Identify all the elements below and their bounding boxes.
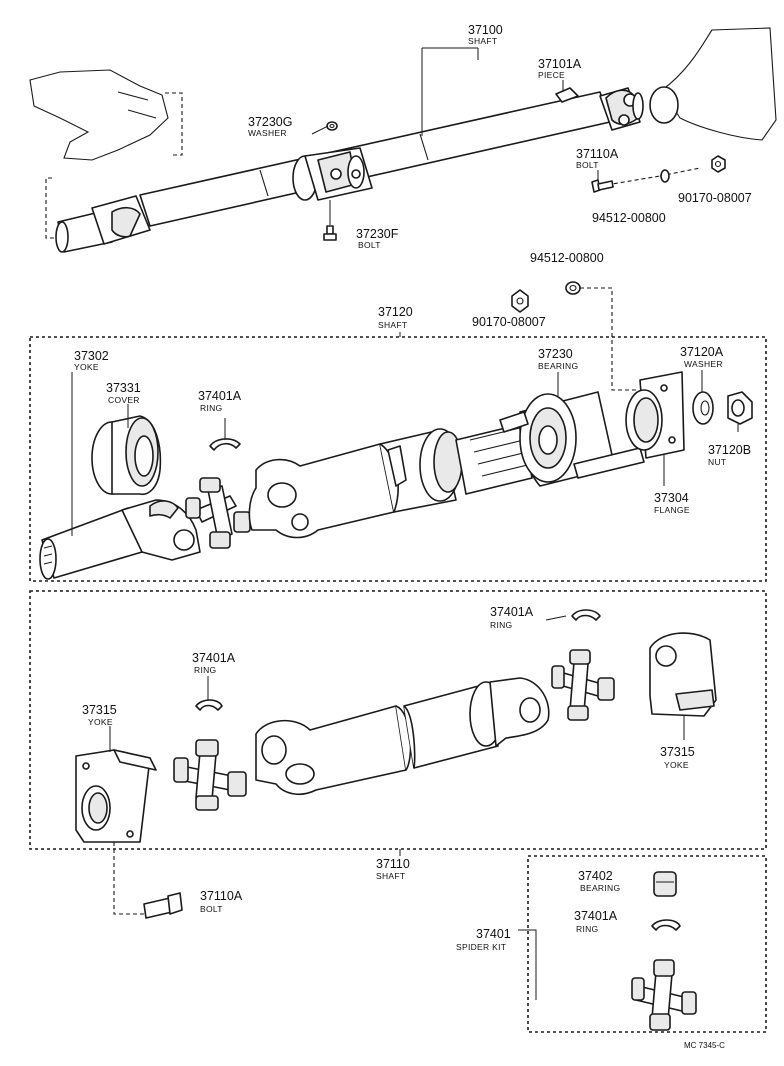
spider-kit-drawing <box>631 959 697 1031</box>
label-94512-top-number: 94512-00800 <box>592 211 666 225</box>
bolt-37110a-bottom-drawing <box>113 842 183 919</box>
yoke-37315-right-drawing <box>649 632 717 717</box>
yoke-37302-drawing <box>39 499 201 580</box>
reference-code: MC 7345-C <box>684 1041 725 1050</box>
bearing-37402-drawing <box>653 871 677 897</box>
piece-37101a-drawing <box>555 87 579 103</box>
shaft-37100-assembly <box>55 87 644 253</box>
shaft-37120-group-box <box>29 336 767 582</box>
label-37401a-c-name: RING <box>194 665 216 675</box>
nut-90170-top-drawing <box>711 155 726 173</box>
label-37120-name: SHAFT <box>378 320 407 330</box>
label-37110a-top-number: 37110A <box>576 147 619 161</box>
shaft-37120-tube-drawing <box>248 423 549 539</box>
washer-94512-top-drawing <box>659 167 701 183</box>
spider-lower-right-drawing <box>551 649 615 721</box>
label-37402-number: 37402 <box>578 869 613 883</box>
ring-37401a-a-drawing <box>209 438 241 451</box>
washer-37120a-drawing <box>692 391 714 425</box>
label-37401a-b-number: 37401A <box>490 605 534 619</box>
leader-lines <box>71 47 739 1000</box>
label-37315-right-name: YOKE <box>664 760 689 770</box>
label-37304-name: FLANGE <box>654 505 690 515</box>
washer-37230g-drawing <box>326 121 338 131</box>
label-90170-top-number: 90170-08007 <box>678 191 752 205</box>
spider-kit-group-box <box>527 855 767 1033</box>
label-37331-name: COVER <box>108 395 140 405</box>
label-37302-name: YOKE <box>74 362 99 372</box>
nut-37120b-drawing <box>727 391 753 425</box>
label-37401-name: SPIDER KIT <box>456 942 506 952</box>
washer-94512-mid-drawing <box>565 281 638 391</box>
label-37401a-b-name: RING <box>490 620 512 630</box>
bolt-37230f-drawing <box>323 200 337 241</box>
label-37110-name: SHAFT <box>376 871 405 881</box>
label-37230g-number: 37230G <box>248 115 292 129</box>
shaft-37110-tube-drawing <box>255 677 550 796</box>
ring-37401a-b-drawing <box>571 609 601 621</box>
flange-37304-drawing <box>625 371 685 459</box>
label-37230-name: BEARING <box>538 361 578 371</box>
part-labels: 37100 SHAFT 37101A PIECE 37230G WASHER 3… <box>74 23 752 1050</box>
label-37230-number: 37230 <box>538 347 573 361</box>
label-37101a-number: 37101A <box>538 57 582 71</box>
label-37101a-name: PIECE <box>538 70 565 80</box>
label-37120b-name: NUT <box>708 457 726 467</box>
label-37120-number: 37120 <box>378 305 413 319</box>
label-37230g-name: WASHER <box>248 128 287 138</box>
label-37401a-c-number: 37401A <box>192 651 236 665</box>
label-37304-number: 37304 <box>654 491 689 505</box>
label-37110a-bottom-name: BOLT <box>200 904 223 914</box>
label-37100-number: 37100 <box>468 23 503 37</box>
label-37110a-top-name: BOLT <box>576 160 599 170</box>
ring-37401a-d-drawing <box>651 919 681 931</box>
differential-outline <box>649 27 777 141</box>
label-94512-mid-number: 94512-00800 <box>530 251 604 265</box>
label-37315-right-number: 37315 <box>660 745 695 759</box>
yoke-37315-left-drawing <box>75 749 157 843</box>
label-37100-name: SHAFT <box>468 36 497 46</box>
label-37402-name: BEARING <box>580 883 620 893</box>
transmission-outline <box>29 69 183 239</box>
label-37331-number: 37331 <box>106 381 141 395</box>
nut-90170-mid-drawing <box>511 289 529 313</box>
label-37401a-d-name: RING <box>576 924 598 934</box>
label-37230f-number: 37230F <box>356 227 399 241</box>
label-37401-number: 37401 <box>476 927 511 941</box>
label-37110a-bottom-number: 37110A <box>200 889 243 903</box>
label-37120b-number: 37120B <box>708 443 751 457</box>
label-37120a-name: WASHER <box>684 359 723 369</box>
label-37120a-number: 37120A <box>680 345 724 359</box>
label-37230f-name: BOLT <box>358 240 381 250</box>
shaft-37110-group-box <box>29 590 767 850</box>
label-37110-number: 37110 <box>376 857 410 871</box>
label-37401a-a-name: RING <box>200 403 222 413</box>
bolt-37110a-top-drawing <box>591 175 661 193</box>
label-37401a-d-number: 37401A <box>574 909 618 923</box>
spider-mid-drawing <box>185 477 251 549</box>
label-37302-number: 37302 <box>74 349 109 363</box>
label-37315-left-number: 37315 <box>82 703 117 717</box>
ring-37401a-c-drawing <box>195 699 223 711</box>
bearing-37230-drawing <box>499 391 645 487</box>
spider-lower-left-drawing <box>173 739 247 811</box>
label-90170-mid-number: 90170-08007 <box>472 315 546 329</box>
cover-37331-drawing <box>91 415 162 496</box>
label-37401a-a-number: 37401A <box>198 389 242 403</box>
label-37315-left-name: YOKE <box>88 717 113 727</box>
